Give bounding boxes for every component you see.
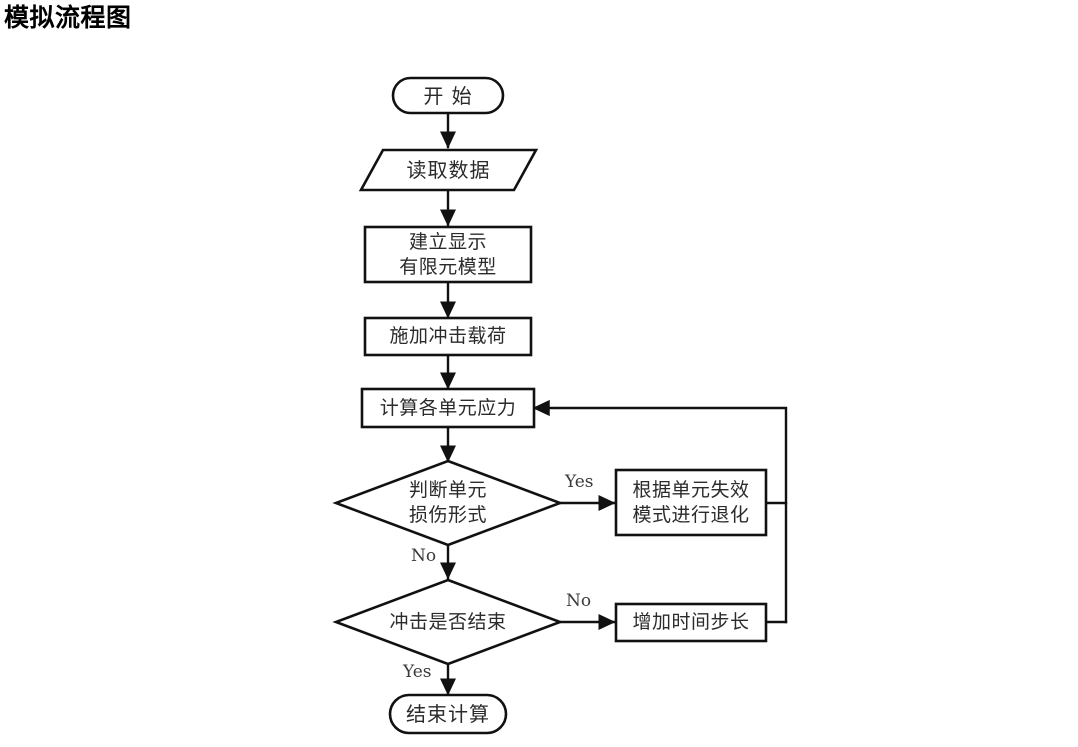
node-compute-stress [360,387,536,429]
node-degrade [614,468,768,537]
node-apply-load [363,316,533,357]
node-damage-decision [332,459,564,547]
node-read-data [358,148,539,192]
node-build-model [363,225,533,284]
node-finished-decision [332,578,564,666]
edge-feedback-bus-to-stress [532,399,788,624]
node-end [388,693,508,735]
page-title: 模拟流程图 [4,3,132,32]
node-start [391,76,505,115]
node-increase-timestep [614,602,768,643]
